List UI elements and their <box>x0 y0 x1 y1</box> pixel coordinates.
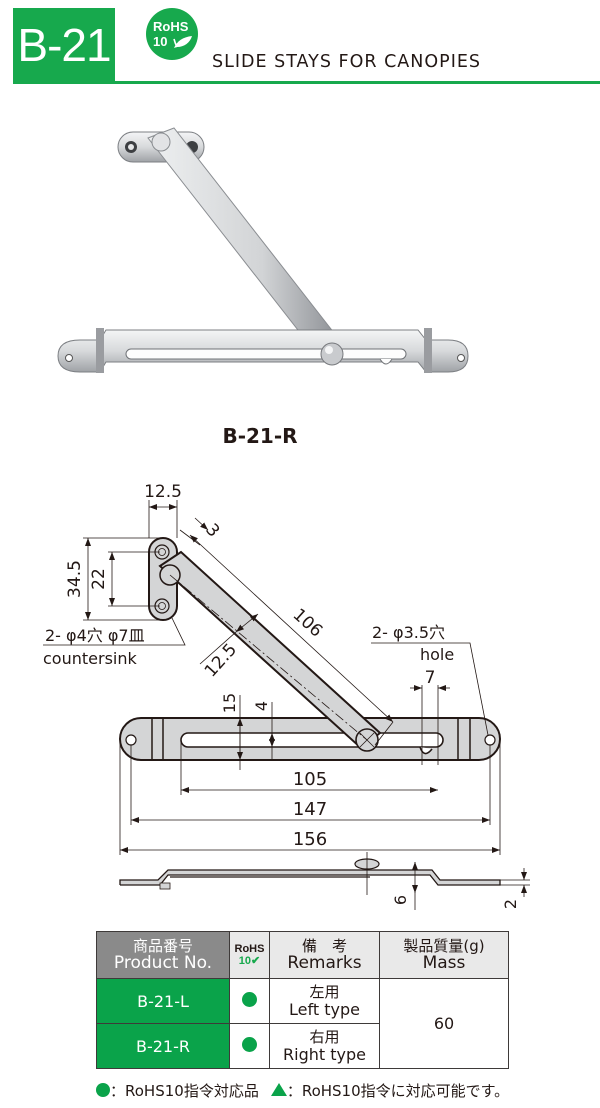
triangle-legend-text: ：RoHS10指令に対応可能です。 <box>286 1082 510 1100</box>
remark-en: Left type <box>289 1000 360 1019</box>
dim-arm-length: 106 <box>289 605 326 642</box>
model-number-badge: B-21 <box>13 8 115 82</box>
header-product-no: 商品番号 Product No. <box>96 931 230 979</box>
dim-hole-pitch-base: 147 <box>293 799 327 820</box>
remark-jp: 左用 <box>309 983 340 1001</box>
note-countersink-jp: 2- φ4穴 φ7皿 <box>45 626 145 645</box>
product-photo <box>57 127 469 373</box>
header-mass-en: Mass <box>422 953 466 973</box>
dim-notch: 7 <box>425 668 436 688</box>
dim-base-width: 15 <box>220 693 239 713</box>
spec-table: 商品番号 Product No. RoHS 10✔ 備 考 Remarks 製品… <box>96 931 509 1069</box>
page-header: B-21 RoHS 10 SLIDE STAYS FOR CANOPIES <box>0 0 600 90</box>
table-row: B-21-R 右用 Right type <box>96 1023 509 1069</box>
remark-en: Right type <box>283 1045 366 1064</box>
drawing-title: B-21-R <box>222 424 298 448</box>
dim-slot-width: 4 <box>252 701 271 711</box>
note-countersink-en: countersink <box>43 649 137 668</box>
header-remarks-en: Remarks <box>287 953 362 973</box>
note-hole-jp: 2- φ3.5穴 <box>372 623 445 642</box>
rohs-cell <box>229 978 270 1024</box>
dimension-drawing: 12.5 34.5 22 3 106 12.5 2- φ4穴 φ7皿 count… <box>43 482 530 910</box>
dim-overall-length: 156 <box>293 829 327 850</box>
remarks-cell: 右用 Right type <box>269 1023 380 1069</box>
mass-cell: 60 <box>379 978 509 1069</box>
series-title: SLIDE STAYS FOR CANOPIES <box>212 52 482 72</box>
dim-height-total: 6 <box>391 895 410 905</box>
dim-offset: 3 <box>201 520 223 541</box>
header-remarks: 備 考 Remarks <box>269 931 380 979</box>
remark-jp: 右用 <box>309 1028 340 1046</box>
product-no-cell: B-21-L <box>96 978 230 1024</box>
dim-bracket-height: 34.5 <box>65 560 85 598</box>
header-rohs-number: 10 <box>238 955 252 967</box>
header-product-en: Product No. <box>113 953 213 973</box>
dim-bracket-width: 12.5 <box>144 482 182 502</box>
header-mass-jp: 製品質量(g) <box>403 937 485 955</box>
circle-legend-icon <box>96 1083 110 1097</box>
legend-footnote: ：RoHS10指令対応品 ：RoHS10指令に対応可能です。 <box>96 1080 509 1101</box>
rohs-badge: RoHS 10 <box>146 8 198 60</box>
circle-legend-text: ：RoHS10指令対応品 <box>110 1082 259 1100</box>
table-row: B-21-L 左用 Left type 60 <box>96 978 509 1069</box>
header-rohs-label: RoHS <box>234 943 265 955</box>
rohs-badge-label: RoHS <box>153 19 189 34</box>
rohs-cell <box>229 1023 270 1069</box>
table-header-row: 商品番号 Product No. RoHS 10✔ 備 考 Remarks 製品… <box>96 931 509 979</box>
leaf-icon: ✔ <box>251 955 261 967</box>
header-rohs: RoHS 10✔ <box>229 931 270 979</box>
dim-thickness: 2 <box>501 899 520 909</box>
header-mass: 製品質量(g) Mass <box>379 931 509 979</box>
dim-arm-width: 12.5 <box>201 640 241 682</box>
header-remarks-jp: 備 考 <box>301 937 347 955</box>
dim-slot-length: 105 <box>293 769 327 790</box>
triangle-legend-icon <box>270 1083 287 1096</box>
rohs-compliant-dot-icon <box>242 991 257 1007</box>
leaf-icon <box>173 36 192 48</box>
note-hole-en: hole <box>420 645 454 664</box>
dim-hole-pitch: 22 <box>89 568 109 590</box>
header-divider <box>13 81 600 84</box>
rohs-compliant-dot-icon <box>242 1036 257 1052</box>
product-no-cell: B-21-R <box>96 1023 230 1069</box>
header-product-jp: 商品番号 <box>132 937 193 955</box>
remarks-cell: 左用 Left type <box>269 978 380 1024</box>
rohs-badge-number: 10 <box>153 34 168 49</box>
